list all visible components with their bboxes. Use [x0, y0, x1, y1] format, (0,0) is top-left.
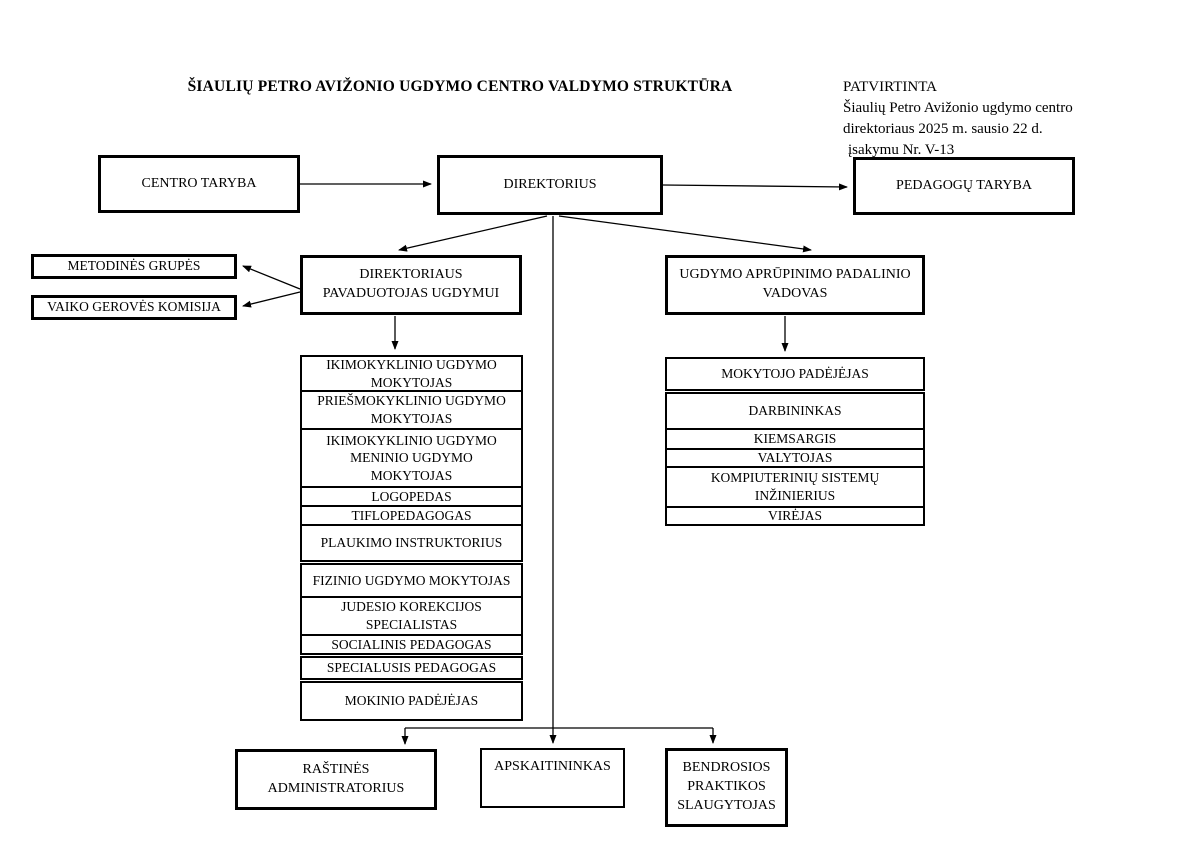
- box-label: DIREKTORIAUS PAVADUOTOJAS UGDYMUI: [322, 267, 500, 301]
- list-item: VALYTOJAS: [665, 448, 925, 468]
- box-label: RAŠTINĖS ADMINISTRATORIUS: [267, 761, 405, 796]
- list-item: DARBININKAS: [665, 392, 925, 430]
- list-item-label: TIFLOPEDAGOGAS: [351, 507, 472, 523]
- box-label: CENTRO TARYBA: [141, 175, 257, 191]
- list-item-label: IKIMOKYKLINIO UGDYMO MENINIO UGDYMO MOKY…: [326, 432, 497, 483]
- list-item-label: DARBININKAS: [748, 403, 842, 419]
- list-item-label: JUDESIO KOREKCIJOS SPECIALISTAS: [341, 599, 482, 632]
- connector: [398, 215, 548, 252]
- approval-line: Šiaulių Petro Avižonio ugdymo centro: [843, 100, 1073, 116]
- box-rastines-administratorius: RAŠTINĖS ADMINISTRATORIUS: [235, 749, 437, 810]
- list-item-label: VIRĖJAS: [767, 508, 822, 524]
- box-pedagogu-taryba: PEDAGOGŲ TARYBA: [853, 157, 1075, 215]
- list-item: PLAUKIMO INSTRUKTORIUS: [300, 524, 523, 562]
- list-item-label: SPECIALUSIS PEDAGOGAS: [326, 660, 497, 676]
- box-apskaitininkas: APSKAITININKAS: [480, 748, 625, 808]
- connector: [558, 215, 812, 253]
- list-item-label: KIEMSARGIS: [753, 431, 837, 447]
- box-label: DIREKTORIUS: [503, 176, 597, 192]
- box-ugdymo-apr-vadovas: UGDYMO APRŪPINIMO PADALINIO VADOVAS: [665, 255, 925, 315]
- list-item: MOKINIO PADĖJĖJAS: [300, 681, 523, 721]
- approval-line: direktoriaus 2025 m. sausio 22 d.: [843, 121, 1043, 137]
- list-item: FIZINIO UGDYMO MOKYTOJAS: [300, 563, 523, 598]
- list-item: MOKYTOJO PADĖJĖJAS: [665, 357, 925, 391]
- list-item: JUDESIO KOREKCIJOS SPECIALISTAS: [300, 596, 523, 636]
- approval-line: PATVIRTINTA: [843, 79, 938, 95]
- box-label: PEDAGOGŲ TARYBA: [896, 177, 1032, 193]
- connector: [242, 291, 301, 308]
- list-item: IKIMOKYKLINIO UGDYMO MENINIO UGDYMO MOKY…: [300, 428, 523, 488]
- box-label: VAIKO GEROVĖS KOMISIJA: [47, 299, 221, 315]
- page-title: ŠIAULIŲ PETRO AVIŽONIO UGDYMO CENTRO VAL…: [187, 78, 733, 95]
- list-item: IKIMOKYKLINIO UGDYMO MOKYTOJAS: [300, 355, 523, 392]
- list-item: SPECIALUSIS PEDAGOGAS: [300, 656, 523, 680]
- box-label: METODINĖS GRUPĖS: [67, 258, 201, 274]
- box-bendrosios-praktikos-slaugytojas: BENDROSIOS PRAKTIKOS SLAUGYTOJAS: [665, 748, 788, 827]
- list-item-label: VALYTOJAS: [757, 450, 833, 466]
- box-centro-taryba: CENTRO TARYBA: [98, 155, 300, 213]
- list-item: SOCIALINIS PEDAGOGAS: [300, 634, 523, 655]
- list-item-label: MOKINIO PADĖJĖJAS: [344, 693, 479, 709]
- connector: [662, 183, 848, 191]
- list-item-label: LOGOPEDAS: [371, 488, 452, 504]
- box-label: BENDROSIOS PRAKTIKOS SLAUGYTOJAS: [677, 760, 776, 813]
- list-item-label: PLAUKIMO INSTRUKTORIUS: [320, 535, 503, 551]
- list-item-label: KOMPIUTERINIŲ SISTEMŲ INŽINIERIUS: [710, 470, 880, 503]
- list-item-label: IKIMOKYKLINIO UGDYMO MOKYTOJAS: [326, 356, 497, 390]
- list-item: TIFLOPEDAGOGAS: [300, 505, 523, 526]
- box-label: UGDYMO APRŪPINIMO PADALINIO VADOVAS: [679, 267, 911, 301]
- box-vaiko-geroves-komisija: VAIKO GEROVĖS KOMISIJA: [31, 295, 237, 320]
- connector: [242, 265, 301, 290]
- left-staff-list: IKIMOKYKLINIO UGDYMO MOKYTOJAS PRIEŠMOKY…: [300, 355, 523, 721]
- box-metodines-grupes: METODINĖS GRUPĖS: [31, 254, 237, 279]
- list-item: PRIEŠMOKYKLINIO UGDYMO MOKYTOJAS: [300, 390, 523, 430]
- list-item: KOMPIUTERINIŲ SISTEMŲ INŽINIERIUS: [665, 466, 925, 508]
- box-direktoriaus-pavaduotojas: DIREKTORIAUS PAVADUOTOJAS UGDYMUI: [300, 255, 522, 315]
- list-item: VIRĖJAS: [665, 506, 925, 526]
- box-direktorius: DIREKTORIUS: [437, 155, 663, 215]
- list-item-label: MOKYTOJO PADĖJĖJAS: [721, 366, 869, 382]
- list-item-label: SOCIALINIS PEDAGOGAS: [331, 636, 492, 652]
- approval-line: įsakymu Nr. V-13: [848, 142, 955, 158]
- approval-note: PATVIRTINTA Šiaulių Petro Avižonio ugdym…: [843, 77, 1103, 161]
- list-item: KIEMSARGIS: [665, 428, 925, 450]
- box-label: APSKAITININKAS: [494, 759, 611, 774]
- list-item: LOGOPEDAS: [300, 486, 523, 507]
- list-item-label: PRIEŠMOKYKLINIO UGDYMO MOKYTOJAS: [317, 393, 506, 426]
- right-staff-list: MOKYTOJO PADĖJĖJAS DARBININKAS KIEMSARGI…: [665, 357, 925, 526]
- list-item-label: FIZINIO UGDYMO MOKYTOJAS: [312, 572, 511, 588]
